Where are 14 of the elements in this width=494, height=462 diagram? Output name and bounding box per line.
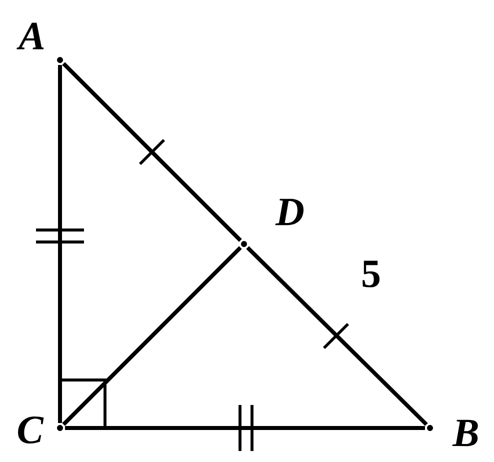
edge-label: 5: [362, 260, 380, 288]
triangle-side: [62, 62, 242, 242]
vertex-point: [241, 241, 247, 247]
triangle-side: [58, 65, 62, 423]
triangle-side: [65, 426, 425, 430]
vertex-label: D: [275, 198, 304, 226]
vertex-point: [57, 425, 63, 431]
vertex-label: C: [18, 416, 44, 444]
vertex-label: B: [452, 420, 478, 446]
vertex-point: [427, 425, 433, 431]
triangle-side: [246, 246, 428, 426]
vertex-label: A: [16, 22, 44, 50]
vertex-point: [57, 57, 63, 63]
triangle-side: [62, 246, 242, 426]
